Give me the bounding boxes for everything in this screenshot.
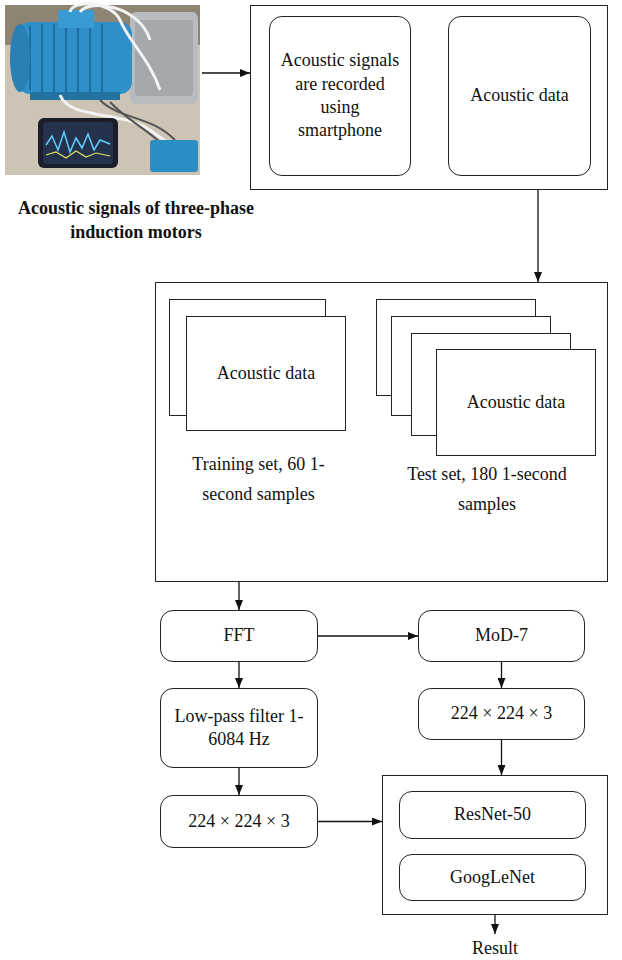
process-box: MoD-7	[418, 610, 585, 662]
box-text: GoogLeNet	[450, 866, 535, 889]
box-text: Low-pass filter 1-6084 Hz	[169, 705, 309, 752]
sensor-box	[150, 140, 198, 172]
flow-arrow	[238, 582, 239, 610]
stage-box: Acoustic signals are recorded using smar…	[250, 5, 608, 190]
smartphone	[38, 118, 118, 168]
figure-caption: Acoustic signals of three-phase inductio…	[5, 196, 267, 245]
process-box: Acoustic signals are recorded using smar…	[269, 16, 411, 176]
terminal-box	[58, 10, 94, 28]
size-box: 224 × 224 × 3	[418, 688, 585, 740]
flow-arrow	[238, 768, 239, 795]
process-box: FFT	[160, 610, 318, 662]
dataset-stack: Acoustic dataTest set, 180 1-second samp…	[371, 295, 603, 551]
output-label: Result	[445, 936, 545, 960]
box-text: 224 × 224 × 3	[451, 702, 552, 725]
flow-arrow	[318, 821, 382, 822]
waveform	[46, 151, 110, 158]
box-text: ResNet-50	[454, 803, 531, 826]
model-group: ResNet-50GoogLeNet	[382, 775, 608, 915]
size-box: 224 × 224 × 3	[160, 795, 318, 848]
motor-body	[18, 22, 132, 94]
set-label: Training set, 60 1-second samples	[166, 445, 351, 540]
input-arrow	[202, 72, 250, 73]
box-text: FFT	[223, 624, 254, 647]
box-text: Acoustic signals are recorded using smar…	[278, 49, 402, 143]
smartphone-screen	[43, 122, 113, 164]
box-text: Acoustic data	[470, 84, 568, 107]
flow-arrow	[537, 190, 538, 282]
data-box: Acoustic data	[448, 16, 591, 176]
flow-arrow	[501, 662, 502, 688]
box-text: MoD-7	[475, 624, 528, 647]
motor-photo	[5, 4, 200, 175]
dataset-stack: Acoustic dataTraining set, 60 1-second s…	[166, 295, 351, 551]
box-text: Acoustic data	[436, 349, 596, 456]
box-text: Acoustic data	[186, 316, 346, 431]
waveform	[46, 132, 110, 152]
flow-arrow	[238, 662, 239, 688]
coupled-machine	[130, 12, 198, 104]
model-box: GoogLeNet	[399, 854, 586, 901]
process-box: Low-pass filter 1-6084 Hz	[160, 688, 318, 768]
dataset-box: Acoustic dataTraining set, 60 1-second s…	[155, 282, 608, 582]
box-text: 224 × 224 × 3	[188, 810, 289, 833]
motor-feet	[30, 92, 120, 100]
motor-fins	[30, 24, 102, 92]
flow-arrow	[501, 740, 502, 775]
set-label: Test set, 180 1-second samples	[371, 455, 603, 545]
output-arrow	[494, 915, 495, 934]
flow-arrow	[318, 635, 418, 636]
model-box: ResNet-50	[399, 791, 586, 839]
photo-ground	[5, 5, 200, 175]
motor-end-cap	[10, 24, 30, 92]
